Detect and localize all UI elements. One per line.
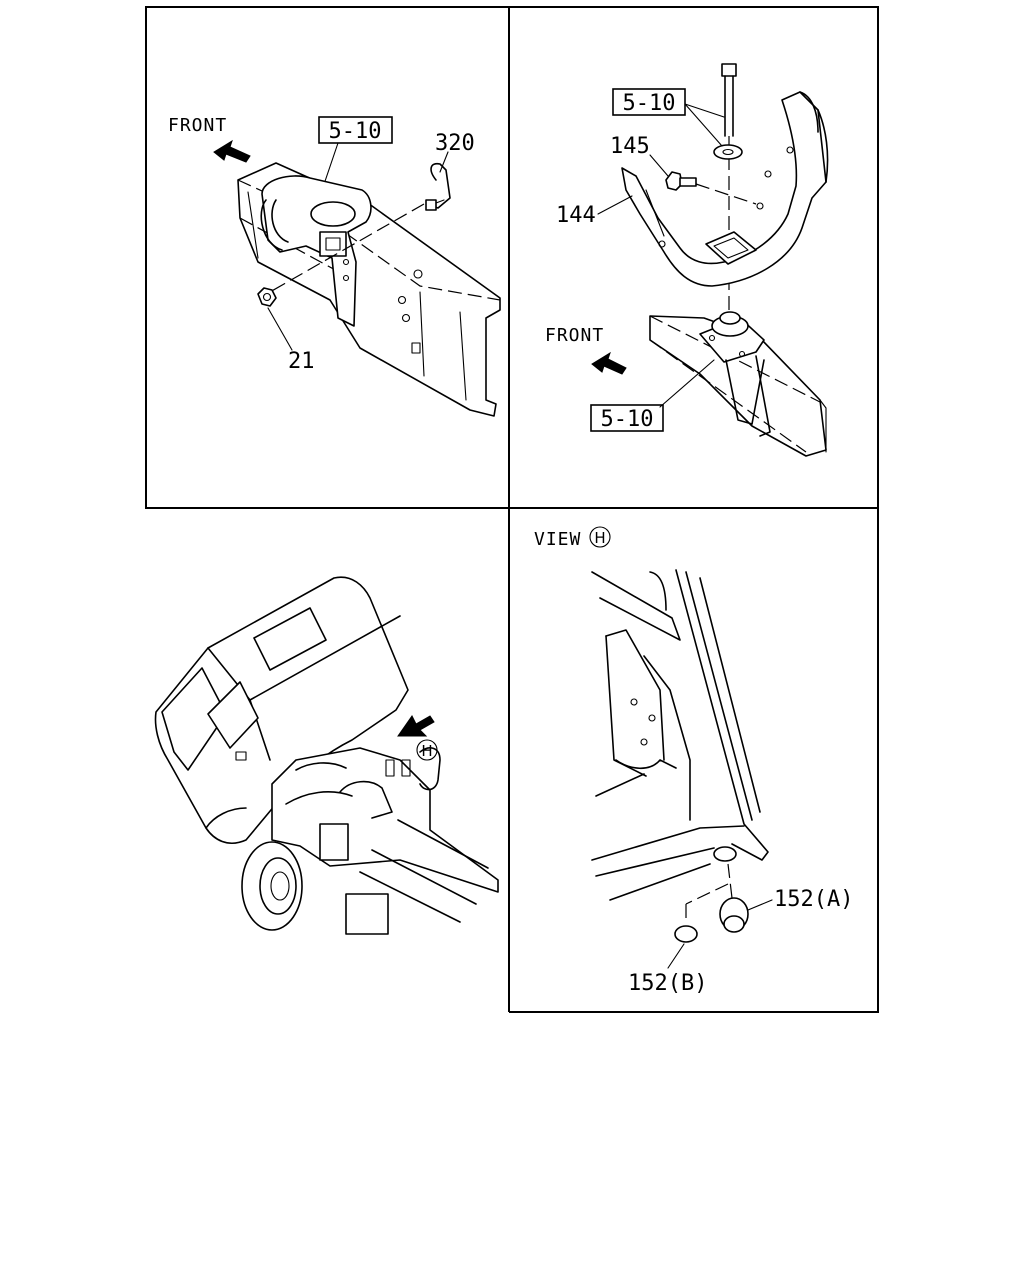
washer <box>713 144 743 160</box>
front-arrow-icon <box>213 139 251 163</box>
panel-frame <box>145 6 879 1013</box>
svg-text:H: H <box>594 529 605 547</box>
panel-top-left: FRONT 5-10 <box>168 115 501 417</box>
drain-plug-152a <box>719 863 749 933</box>
front-label: FRONT <box>168 115 227 136</box>
truck-cab <box>154 576 409 844</box>
svg-text:H: H <box>421 742 432 760</box>
callout-152a: 152(A) <box>774 887 853 912</box>
callout-145: 145 <box>610 134 650 159</box>
callout-144: 144 <box>556 203 596 228</box>
view-label: VIEW <box>534 529 581 550</box>
svg-text:5-10: 5-10 <box>601 407 654 432</box>
callout-21: 21 <box>288 349 315 374</box>
panel-bottom-right: VIEW H <box>534 526 853 996</box>
front-label: FRONT <box>545 325 604 346</box>
mount-bracket <box>260 175 372 327</box>
bolt-145 <box>665 171 757 205</box>
panel-bottom-left: H <box>154 576 499 935</box>
callout-320: 320 <box>435 131 475 156</box>
clip-part <box>425 162 451 211</box>
callout-152b: 152(B) <box>628 971 707 996</box>
reference-box-top: 5-10 <box>612 88 725 147</box>
view-direction-arrow-icon <box>397 715 435 737</box>
front-wheel <box>241 841 303 931</box>
svg-text:5-10: 5-10 <box>623 91 676 116</box>
nut-part <box>257 287 277 307</box>
reference-box: 5-10 <box>318 116 393 197</box>
reference-box-bottom: 5-10 <box>590 359 715 432</box>
mount-bolt <box>721 63 737 310</box>
truck-chassis <box>271 747 499 935</box>
cab-floor-underside <box>591 569 769 901</box>
cab-mount-bracket <box>621 91 829 287</box>
chassis-rail-mount <box>649 311 827 457</box>
panel-top-right: 5-10 145 144 FRONT <box>545 63 829 457</box>
circled-letter-h-icon: H <box>589 526 611 548</box>
circled-letter-h-icon: H <box>416 739 438 761</box>
seal-152b <box>674 883 729 943</box>
front-arrow-icon <box>591 351 627 375</box>
svg-text:5-10: 5-10 <box>329 119 382 144</box>
